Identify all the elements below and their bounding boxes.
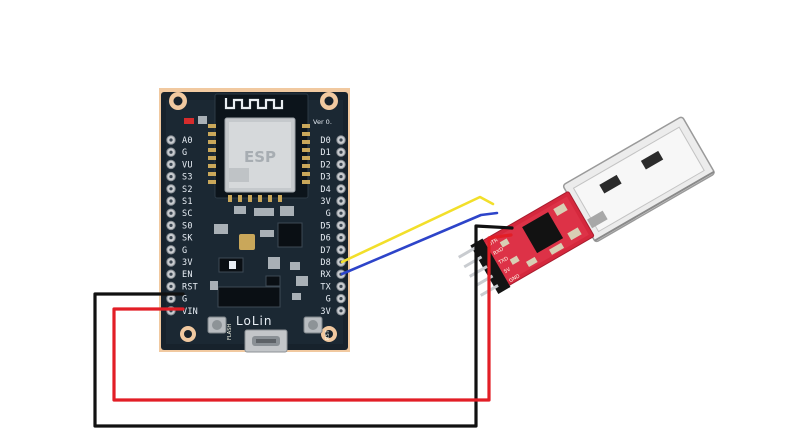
pin-label-right_pins-5: 3V xyxy=(320,197,331,207)
adapter-pin-label-3: 5V xyxy=(503,266,512,275)
reset-button xyxy=(303,316,323,334)
pin-label-left_pins-6: SC xyxy=(182,209,193,219)
pin-label-right_pins-6: G xyxy=(326,209,331,219)
pin-label-left_pins-14: VIN xyxy=(182,307,198,317)
adapter-pin-label-1: RXD xyxy=(492,246,504,257)
adapter-pin-label-4: GND xyxy=(508,273,521,284)
pin-label-left_pins-7: S0 xyxy=(182,221,193,231)
pin-label-left_pins-11: EN xyxy=(182,270,193,280)
flash-button-label: FLASH xyxy=(227,324,233,340)
pin-label-right_pins-12: TX xyxy=(320,282,331,292)
red-led xyxy=(184,118,194,124)
mounting-hole-icon xyxy=(180,326,196,342)
usb-serial-chip xyxy=(217,286,281,308)
pin-label-left_pins-9: G xyxy=(182,246,187,256)
capacitor xyxy=(239,234,255,250)
wire-ground xyxy=(93,224,514,428)
pin-label-right_pins-13: G xyxy=(326,295,331,305)
pin-label-left_pins-5: S1 xyxy=(182,197,193,207)
pin-label-right_pins-0: D0 xyxy=(320,136,331,146)
adapter-3v3-label: 3V3 xyxy=(480,225,491,235)
chip-label: ESP xyxy=(244,148,276,166)
pin-label-right_pins-10: D8 xyxy=(320,258,331,268)
mounting-hole-icon xyxy=(321,326,337,342)
wire-rx-tx xyxy=(340,211,499,276)
pin-label-left_pins-13: G xyxy=(182,295,187,305)
pin-label-left_pins-10: 3V xyxy=(182,258,193,268)
pin-label-left_pins-3: S3 xyxy=(182,173,193,183)
mounting-hole-icon xyxy=(169,92,187,110)
pin-label-right_pins-7: D5 xyxy=(320,221,331,231)
pin-label-left_pins-8: SK xyxy=(182,234,193,244)
pin-label-right_pins-3: D3 xyxy=(320,173,331,183)
pin-label-left_pins-4: S2 xyxy=(182,185,193,195)
pin-label-right_pins-8: D6 xyxy=(320,234,331,244)
pin-label-right_pins-1: D1 xyxy=(320,148,331,158)
voltage-regulator xyxy=(277,222,303,248)
pin-label-right_pins-4: D4 xyxy=(320,185,331,195)
brand-label: LoLin xyxy=(236,314,272,328)
pin-label-right_pins-14: 3V xyxy=(320,307,331,317)
pin-label-right_pins-9: D7 xyxy=(320,246,331,256)
esp12-module: ESP xyxy=(214,93,309,199)
mounting-hole-icon xyxy=(320,92,338,110)
pin-label-left_pins-2: VU xyxy=(182,160,193,170)
pin-label-right_pins-2: D2 xyxy=(320,160,331,170)
adapter-pin-label-2: TXD xyxy=(497,256,510,267)
reset-button-label: RST xyxy=(325,329,331,340)
version-label: Ver 0. xyxy=(313,118,332,126)
ch340-chip xyxy=(522,212,564,254)
nodemcu-board: ESP xyxy=(159,88,350,353)
pin-label-left_pins-1: G xyxy=(182,148,187,158)
pin-label-left_pins-12: RST xyxy=(182,282,198,292)
wire-tx-rx xyxy=(340,195,495,264)
pin-label-right_pins-11: RX xyxy=(320,270,331,280)
adapter-pin-label-0: DTR xyxy=(487,237,499,248)
antenna-trace-icon xyxy=(224,98,284,110)
pin-label-left_pins-0: A0 xyxy=(182,136,193,146)
flash-button xyxy=(207,316,227,334)
wire-power xyxy=(112,233,513,402)
wires xyxy=(93,195,514,428)
micro-usb-port xyxy=(244,329,288,353)
